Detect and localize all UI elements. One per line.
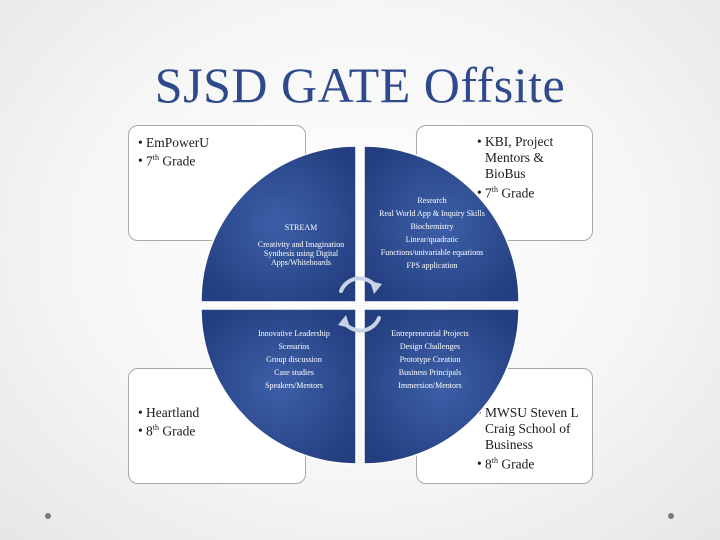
quadrant-item: Research <box>417 196 447 205</box>
quadrant-item: Scenarios <box>278 341 310 351</box>
box-item-grade: •8th Grade <box>477 455 535 472</box>
box-item: •EmPowerU <box>138 135 209 150</box>
quadrant-text-research: Research Real World App & Inquiry Skills… <box>364 196 500 275</box>
box-item-grade: •8th Grade <box>138 423 196 439</box>
box-item-grade: •7th Grade <box>138 153 196 169</box>
box-item: •KBI, Project Mentors & BioBus <box>477 134 554 182</box>
slide-title: SJSD GATE Offsite <box>154 57 566 113</box>
box-item: •Heartland <box>138 405 200 420</box>
quadrant-text-stream: STREAM Creativity and Imagination Synthe… <box>246 223 356 272</box>
quadrant-bottom-right <box>363 308 520 465</box>
quadrant-heading: STREAM <box>284 223 318 232</box>
quadrant-top-left <box>200 145 357 303</box>
quadrant-item: Functions/univariable equations <box>380 247 484 257</box>
quadrant-item: Entrepreneurial Projects <box>391 329 469 338</box>
quadrant-item: Real World App & Inquiry Skills <box>379 208 485 218</box>
quadrant-item: Immersion/Mentors <box>398 380 462 390</box>
quadrant-item: Group discussion <box>266 354 322 364</box>
arrowhead-icon <box>370 281 382 294</box>
quadrant-top-right <box>363 145 520 303</box>
quadrant-text-entrepreneurial: Entrepreneurial Projects Design Challeng… <box>364 329 496 395</box>
quadrant-item: Design Challenges <box>399 341 461 351</box>
quadrant-item: Creativity and Imagination Synthesis usi… <box>257 239 345 267</box>
quadrant-item: Linear/quadratic <box>405 234 459 244</box>
box-item-grade: •7th Grade <box>477 184 535 201</box>
quadrant-item: Biochemistry <box>410 221 454 231</box>
quadrant-item: FPS application <box>406 260 458 270</box>
quadrant-item: Speakers/Mentors <box>265 380 323 390</box>
quadrant-item: Innovative Leadership <box>258 329 330 338</box>
quadrant-bottom-left <box>200 308 357 465</box>
quadrant-item: Business Principals <box>398 367 462 377</box>
slide-nav-dot[interactable] <box>45 513 51 519</box>
slide-nav-dot[interactable] <box>668 513 674 519</box>
quadrant-text-leadership: Innovative Leadership Scenarios Group di… <box>236 329 352 395</box>
arrowhead-icon <box>338 315 350 328</box>
quadrant-item: Prototype Creation <box>399 354 461 364</box>
quadrant-item: Case studies <box>274 367 314 377</box>
